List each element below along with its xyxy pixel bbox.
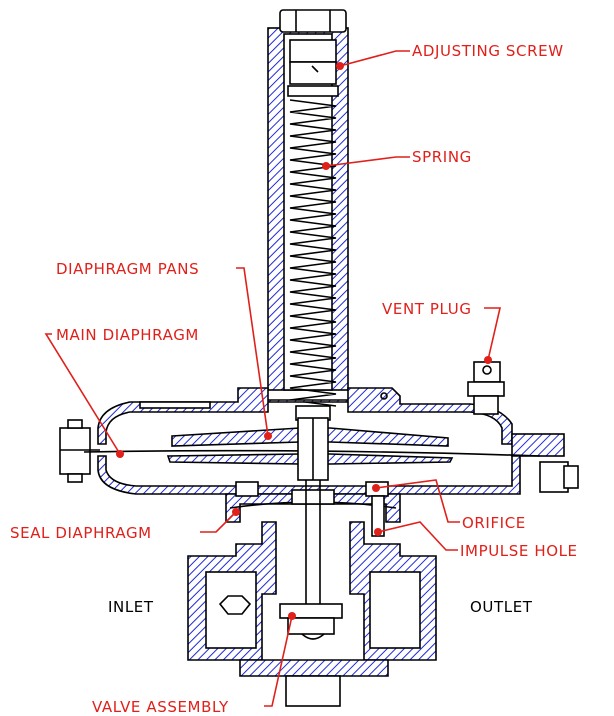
diaphragm-pans — [166, 417, 454, 481]
label-orifice: ORIFICE — [372, 479, 526, 532]
svg-text:IMPULSE HOLE: IMPULSE HOLE — [460, 542, 578, 560]
svg-text:MAIN DIAPHRAGM: MAIN DIAPHRAGM — [56, 326, 199, 344]
seal-diaphragm-housing — [225, 481, 401, 523]
label-outlet: OUTLET — [470, 598, 533, 616]
label-inlet: INLET — [108, 598, 154, 616]
label-adjusting-screw: ADJUSTING SCREW — [336, 42, 564, 70]
svg-text:VENT PLUG: VENT PLUG — [382, 300, 472, 318]
lower-diaphragm-casing — [97, 455, 521, 495]
svg-text:ADJUSTING SCREW: ADJUSTING SCREW — [412, 42, 564, 60]
label-seal-diaphragm: SEAL DIAPHRAGM — [10, 508, 240, 542]
svg-text:DIAPHRAGM PANS: DIAPHRAGM PANS — [56, 260, 199, 278]
label-impulse-hole: IMPULSE HOLE — [374, 521, 578, 560]
svg-text:VALVE ASSEMBLY: VALVE ASSEMBLY — [92, 698, 229, 716]
adjusting-screw-cap — [279, 9, 347, 85]
spring-coils — [287, 85, 339, 421]
label-main-diaphragm: MAIN DIAPHRAGM — [44, 326, 199, 458]
svg-text:INLET: INLET — [108, 598, 154, 616]
label-spring: SPRING — [322, 148, 472, 170]
valve-body — [187, 521, 437, 707]
label-diaphragm-pans: DIAPHRAGM PANS — [56, 260, 272, 440]
label-valve-assembly: VALVE ASSEMBLY — [92, 612, 296, 716]
svg-text:ORIFICE: ORIFICE — [462, 514, 526, 532]
svg-text:SPRING: SPRING — [412, 148, 472, 166]
vent-plug — [467, 361, 505, 415]
upper-diaphragm-casing — [97, 387, 513, 445]
svg-text:OUTLET: OUTLET — [470, 598, 533, 616]
svg-text:SEAL DIAPHRAGM: SEAL DIAPHRAGM — [10, 524, 152, 542]
label-vent-plug: VENT PLUG — [382, 300, 502, 364]
